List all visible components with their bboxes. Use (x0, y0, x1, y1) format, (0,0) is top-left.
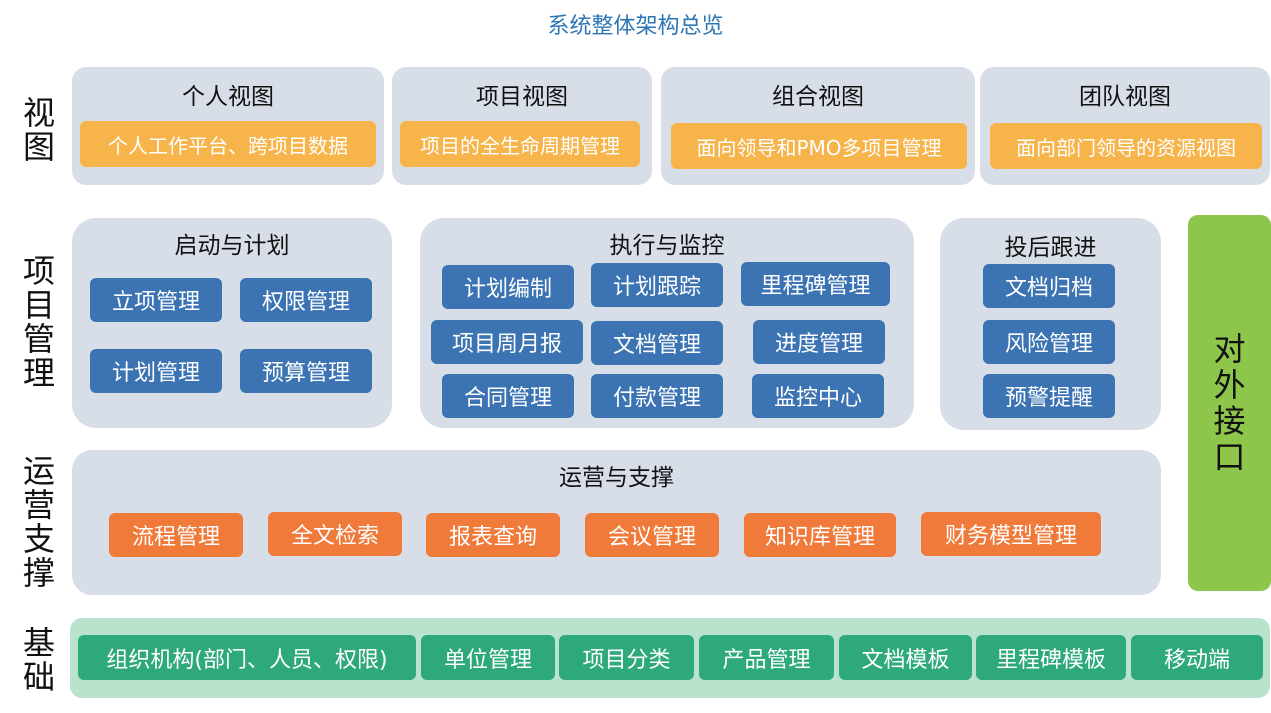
foundation-box: 项目分类 (559, 635, 694, 680)
view-title: 个人视图 (182, 84, 274, 110)
module-box: 财务模型管理 (921, 512, 1101, 556)
view-desc: 面向部门领导的资源视图 (990, 123, 1262, 169)
panel-title: 投后跟进 (1004, 235, 1097, 261)
module-box: 项目周月报 (431, 320, 583, 364)
side-label-char: 础 (22, 658, 55, 696)
foundation-box: 组织机构(部门、人员、权限) (78, 635, 416, 680)
external-interface: 对 外 接 口 (1188, 215, 1271, 591)
foundation-box: 移动端 (1131, 635, 1263, 680)
module-box: 文档归档 (983, 264, 1115, 308)
side-label-char: 支 (22, 520, 55, 558)
module-box: 流程管理 (109, 513, 243, 557)
module-box: 风险管理 (983, 320, 1115, 364)
side-label-char: 目 (22, 286, 55, 324)
view-title: 团队视图 (1079, 84, 1171, 110)
view-panel-team: 团队视图 面向部门领导的资源视图 (980, 67, 1270, 185)
module-box: 付款管理 (591, 374, 723, 418)
foundation-box: 单位管理 (421, 635, 555, 680)
module-box: 预算管理 (240, 349, 372, 393)
external-char: 口 (1213, 438, 1246, 476)
view-desc: 面向领导和PMO多项目管理 (671, 123, 967, 169)
side-label-char: 基 (22, 624, 55, 662)
side-label-char: 项 (22, 252, 55, 290)
module-box: 全文检索 (268, 512, 402, 556)
module-box: 进度管理 (753, 320, 885, 364)
module-box: 文档管理 (591, 321, 723, 365)
module-box: 合同管理 (442, 374, 574, 418)
module-box: 知识库管理 (744, 513, 896, 557)
external-char: 外 (1213, 366, 1246, 404)
side-label-views: 视 图 (16, 88, 62, 172)
view-panel-portfolio: 组合视图 面向领导和PMO多项目管理 (661, 67, 975, 185)
module-box: 计划跟踪 (591, 263, 723, 307)
module-box: 立项管理 (90, 278, 222, 322)
foundation-box: 里程碑模板 (976, 635, 1126, 680)
module-box: 权限管理 (240, 278, 372, 322)
module-box: 里程碑管理 (741, 262, 890, 306)
panel-title: 运营与支撑 (559, 465, 674, 491)
side-label-char: 撑 (22, 554, 55, 592)
side-label-foundation: 基 础 (16, 622, 62, 698)
module-box: 计划管理 (90, 349, 222, 393)
view-desc: 个人工作平台、跨项目数据 (80, 121, 376, 167)
foundation-box: 产品管理 (699, 635, 834, 680)
view-panel-project: 项目视图 项目的全生命周期管理 (392, 67, 652, 185)
side-label-project-management: 项 目 管 理 (16, 252, 62, 392)
panel-title: 启动与计划 (174, 233, 290, 259)
external-char: 对 (1213, 330, 1246, 368)
view-desc: 项目的全生命周期管理 (400, 121, 640, 167)
view-title: 组合视图 (772, 84, 864, 110)
side-label-char: 管 (22, 320, 55, 358)
external-char: 接 (1213, 402, 1246, 440)
panel-start-plan: 启动与计划 立项管理 权限管理 计划管理 预算管理 (72, 218, 392, 428)
side-label-operations: 运 营 支 撑 (16, 452, 62, 592)
side-label-char: 理 (22, 354, 55, 392)
side-label-char: 图 (22, 128, 55, 166)
module-box: 会议管理 (585, 513, 719, 557)
module-box: 监控中心 (752, 374, 884, 418)
panel-exec-monitor: 执行与监控 计划编制 计划跟踪 里程碑管理 项目周月报 文档管理 进度管理 合同… (420, 218, 914, 428)
module-box: 计划编制 (442, 265, 574, 309)
diagram-title: 系统整体架构总览 (547, 14, 724, 39)
view-title: 项目视图 (476, 84, 568, 110)
panel-title: 执行与监控 (609, 233, 725, 259)
view-panel-personal: 个人视图 个人工作平台、跨项目数据 (72, 67, 384, 185)
side-label-char: 营 (22, 486, 55, 524)
foundation-box: 文档模板 (839, 635, 972, 680)
side-label-char: 运 (22, 452, 55, 490)
module-box: 预警提醒 (983, 374, 1115, 418)
panel-operations: 运营与支撑 流程管理 全文检索 报表查询 会议管理 知识库管理 财务模型管理 (72, 450, 1161, 595)
module-box: 报表查询 (426, 513, 560, 557)
panel-followup: 投后跟进 文档归档 风险管理 预警提醒 (940, 218, 1161, 430)
side-label-char: 视 (22, 94, 55, 132)
